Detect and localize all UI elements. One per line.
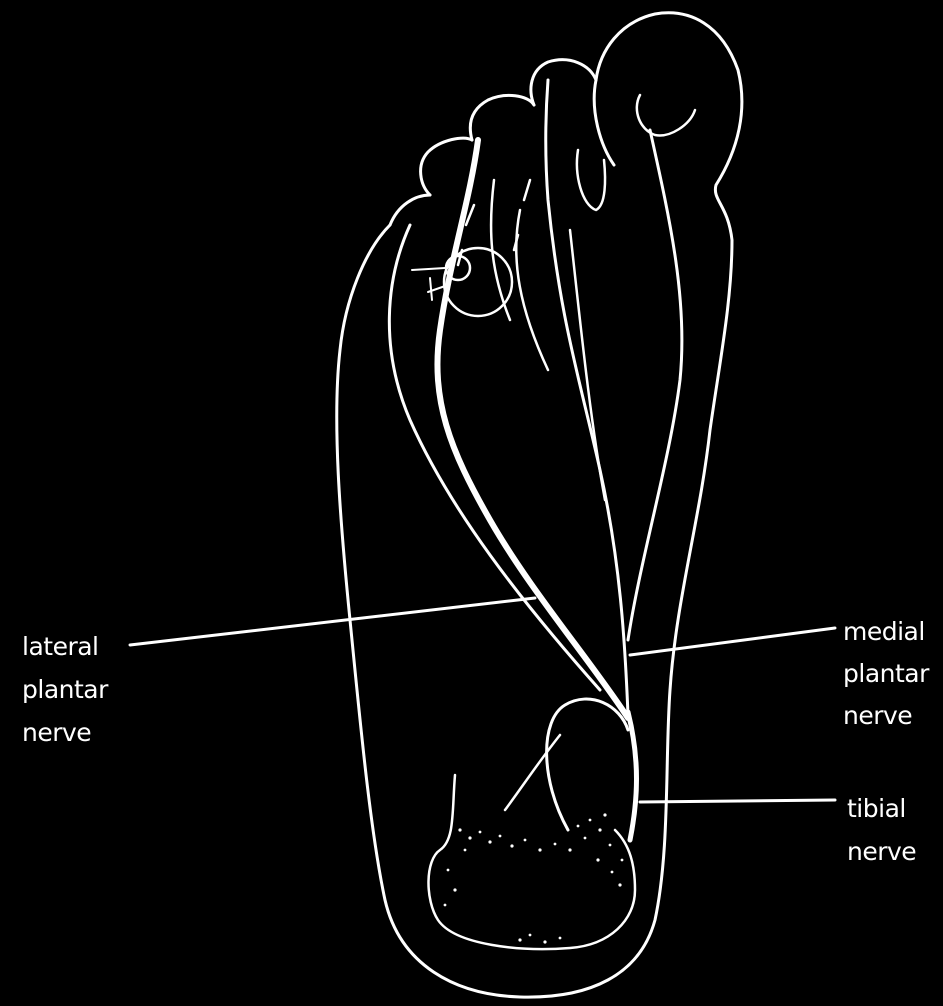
- medial-plantar-nerve-label: medial plantar nerve: [843, 619, 929, 745]
- label-line: plantar: [843, 661, 929, 686]
- label-line: nerve: [22, 720, 108, 745]
- lateral-leader-line: [130, 598, 535, 645]
- fourth-toe: [421, 138, 472, 195]
- medial-branch-big-toe: [628, 130, 682, 640]
- label-line: plantar: [22, 677, 108, 702]
- heel-pad-outline: [428, 775, 635, 949]
- little-toe: [390, 195, 430, 225]
- lateral-plantar-nerve-path: [437, 140, 628, 718]
- second-toe-pad: [577, 150, 605, 210]
- label-line: nerve: [847, 839, 916, 864]
- label-line: lateral: [22, 634, 108, 659]
- lateral-branch-outer: [389, 225, 600, 690]
- calcaneal-branch-line: [505, 735, 560, 810]
- digital-branch-ticks: [412, 268, 448, 300]
- big-toe-edge: [594, 80, 614, 165]
- heel-stipple: [444, 813, 624, 943]
- medial-leader-line: [630, 628, 835, 655]
- label-line: nerve: [843, 703, 929, 728]
- tibial-leader-line: [640, 800, 835, 802]
- second-toe: [531, 60, 596, 105]
- big-toe-nail: [637, 95, 695, 135]
- tibial-nerve-stem: [628, 712, 637, 840]
- lateral-plantar-nerve-label: lateral plantar nerve: [22, 634, 108, 763]
- tibial-nerve-label: tibial nerve: [847, 796, 916, 882]
- third-toe: [470, 95, 534, 140]
- calcaneal-branch-loop: [547, 699, 628, 830]
- lateral-branch-third: [516, 210, 548, 370]
- label-line: medial: [843, 619, 929, 644]
- label-line: tibial: [847, 796, 916, 821]
